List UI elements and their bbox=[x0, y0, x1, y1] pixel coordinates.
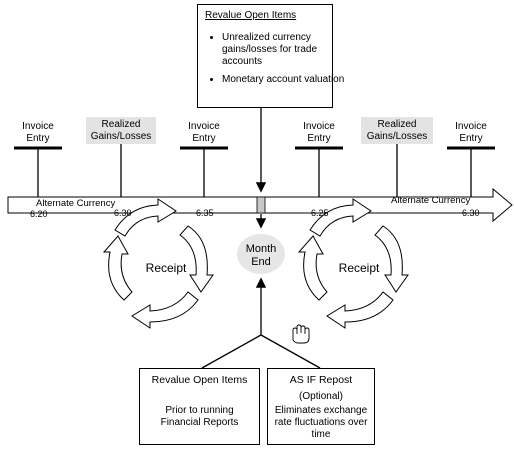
alternate-currency-right: Alternate Currency bbox=[391, 195, 471, 206]
receipt-cycle-right bbox=[297, 198, 409, 329]
receipt-cycle-left bbox=[102, 198, 214, 329]
alternate-currency-left: Alternate Currency bbox=[36, 198, 116, 209]
month-end-label: Month End bbox=[245, 243, 277, 268]
hand-cursor-icon bbox=[292, 324, 310, 344]
rate-right-start: 6.25 bbox=[311, 208, 329, 218]
bottom-left-body: Prior to running Financial Reports bbox=[160, 405, 239, 428]
bottom-right-body: Eliminates exchange rate fluctuations ov… bbox=[274, 405, 368, 440]
month-end-ellipse bbox=[237, 234, 285, 274]
bottom-left-title: Revalue Open Items bbox=[151, 374, 248, 386]
bottom-right-subtitle: (Optional) bbox=[299, 391, 343, 402]
invoice-entry-label-4: Invoice Entry bbox=[455, 121, 487, 144]
bottom-right-title: AS IF Repost bbox=[289, 374, 353, 386]
bottom-left-box: Revalue Open Items Prior to running Fina… bbox=[139, 368, 260, 445]
top-box-title: Revalue Open Items bbox=[205, 10, 297, 21]
invoice-entry-label-1: Invoice Entry bbox=[22, 121, 54, 144]
top-box-bullet-2: Monetary account valuation bbox=[222, 74, 350, 86]
invoice-entry-marker-4 bbox=[447, 146, 495, 197]
rate-left-start: 6.20 bbox=[30, 209, 48, 219]
split-line-right bbox=[260, 334, 321, 369]
realized-label-1: Realized Gains/Losses bbox=[90, 119, 152, 142]
invoice-entry-marker-3 bbox=[295, 146, 343, 197]
receipt-label-left: Receipt bbox=[145, 261, 187, 275]
invoice-entry-marker-1 bbox=[14, 146, 62, 197]
rate-right-end: 6.30 bbox=[462, 208, 480, 218]
realized-label-bg-2 bbox=[361, 117, 433, 144]
bottom-right-box: AS IF Repost (Optional) Eliminates excha… bbox=[267, 368, 375, 445]
receipt-label-right: Receipt bbox=[338, 261, 380, 275]
realized-label-bg-1 bbox=[86, 117, 156, 144]
top-revalue-box: Revalue Open Items Unrealized currency g… bbox=[197, 4, 344, 108]
split-line-left bbox=[201, 334, 262, 369]
invoice-entry-label-2: Invoice Entry bbox=[188, 121, 220, 144]
realized-label-2: Realized Gains/Losses bbox=[366, 119, 428, 142]
top-box-bullet-1: Unrealized currency gains/losses for tra… bbox=[222, 32, 350, 68]
rate-left-mid: 6.30 bbox=[114, 208, 132, 218]
invoice-entry-marker-2 bbox=[180, 146, 228, 197]
top-box-bullets: Unrealized currency gains/losses for tra… bbox=[200, 32, 350, 92]
rate-left-end: 6.35 bbox=[196, 208, 214, 218]
invoice-entry-label-3: Invoice Entry bbox=[303, 121, 335, 144]
month-end-block bbox=[256, 196, 266, 214]
